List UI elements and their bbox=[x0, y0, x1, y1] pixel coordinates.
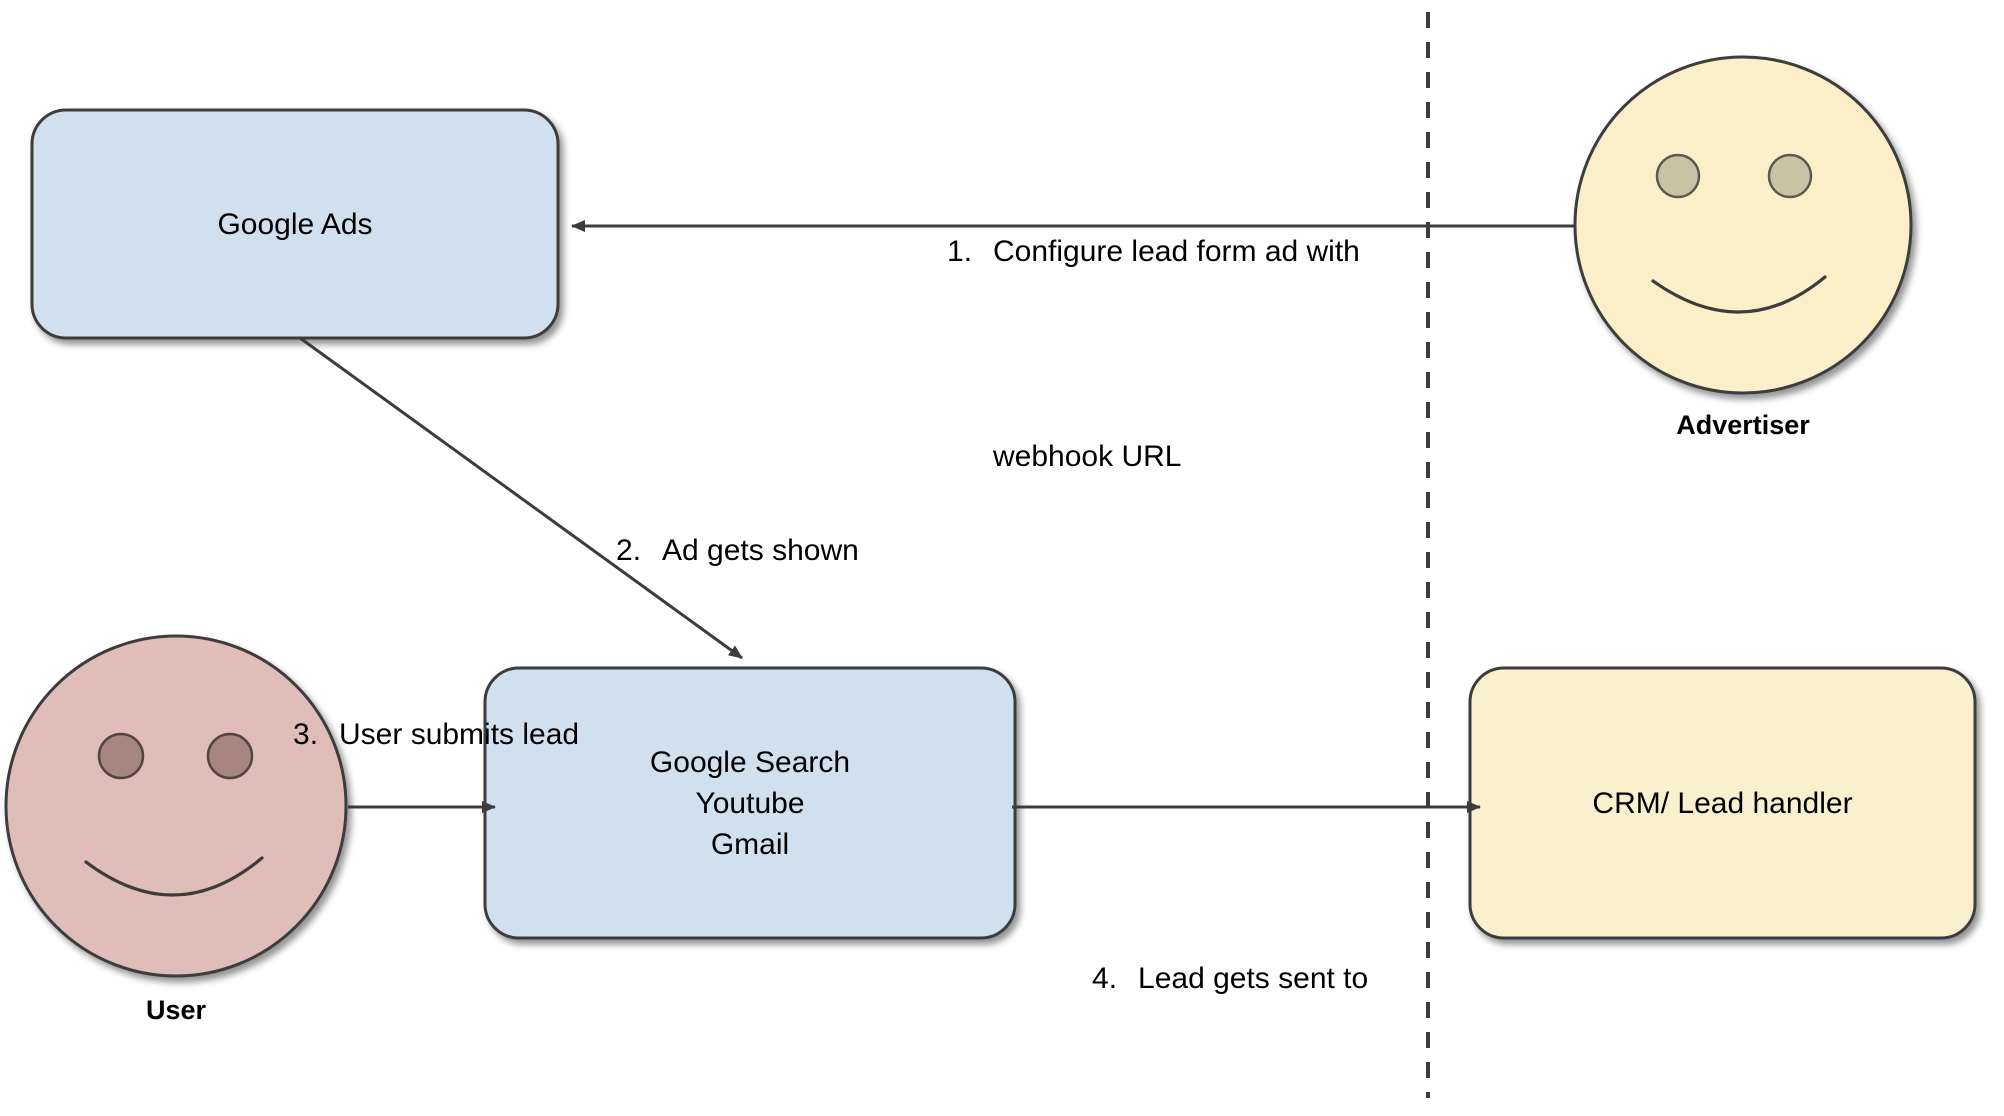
user-label: User bbox=[145, 995, 207, 1025]
edge-step-2-line-1: Ad gets shown bbox=[662, 534, 859, 567]
user-left-eye-icon bbox=[97, 732, 145, 780]
user-smile-icon bbox=[84, 856, 264, 897]
node-crm-lead-handler[interactable] bbox=[1468, 666, 1977, 940]
advertiser-face-circle[interactable] bbox=[1573, 55, 1913, 395]
node-google-ads[interactable] bbox=[30, 108, 560, 340]
edge-step-4-label: 4.Lead gets sent to webhook url bbox=[1042, 835, 1442, 1116]
crm-lead-handler-box[interactable] bbox=[1468, 666, 1977, 940]
user-face-circle[interactable] bbox=[4, 634, 348, 978]
edge-step-2-label: 2. Ad gets shown bbox=[566, 407, 986, 694]
advertiser-label: Advertiser bbox=[1676, 410, 1810, 440]
edge-step-3-number: 3. bbox=[293, 718, 319, 751]
user-right-eye-icon bbox=[206, 732, 254, 780]
actor-advertiser[interactable] bbox=[1573, 55, 1913, 395]
edge-step-1-number: 1. bbox=[947, 235, 973, 268]
edge-step-3-label: 3. User submits lead bbox=[243, 591, 663, 878]
google-ads-box[interactable] bbox=[30, 108, 560, 340]
edge-step-4-number: 4. bbox=[1092, 962, 1118, 995]
edge-step-2-number: 2. bbox=[616, 534, 642, 567]
actor-user[interactable] bbox=[4, 634, 348, 978]
edge-step-2-arrow bbox=[299, 336, 743, 660]
advertiser-left-eye-icon bbox=[1655, 153, 1701, 199]
edge-step-1-label: 1. Configure lead form ad with webhook UR… bbox=[897, 108, 1417, 600]
advertiser-smile-icon bbox=[1651, 275, 1827, 314]
edge-step-3-line-1: User submits lead bbox=[339, 718, 580, 751]
edge-step-4-line-1: Lead gets sent to bbox=[1138, 962, 1369, 995]
advertiser-right-eye-icon bbox=[1767, 153, 1813, 199]
edge-step-1-line-1: Configure lead form ad with bbox=[993, 235, 1360, 268]
edge-step-1-line-2: webhook URL bbox=[993, 440, 1182, 473]
